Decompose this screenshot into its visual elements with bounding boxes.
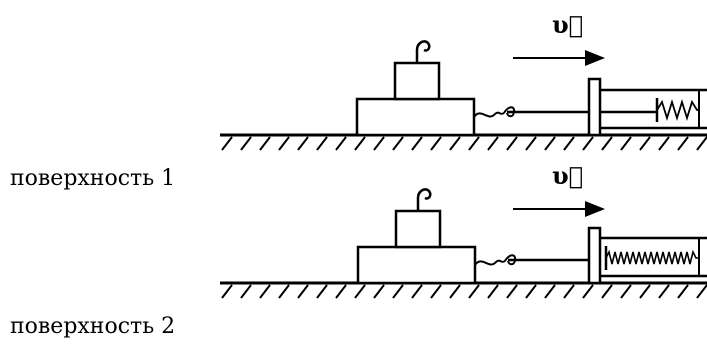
- weight-2: [394, 209, 442, 249]
- velocity-label-2: υ⃗: [552, 161, 583, 190]
- weight-1: [393, 61, 441, 101]
- spring-2: [605, 249, 699, 265]
- ground-surface-2: [220, 281, 707, 299]
- surface-1-caption: поверхность 1: [10, 166, 176, 191]
- panel-surface-1: υ⃗: [220, 10, 707, 151]
- velocity-arrow-1: υ⃗: [513, 10, 605, 66]
- spring-1: [656, 98, 699, 122]
- ground-surface-1: [220, 133, 707, 151]
- block-hook-1: [473, 111, 505, 118]
- surface-2-caption: поверхность 2: [10, 314, 176, 339]
- block-base-2: [356, 245, 477, 285]
- dynamometer-2: [587, 226, 707, 285]
- velocity-label-1: υ⃗: [552, 10, 583, 39]
- weight-hook-1: [415, 40, 431, 63]
- block-base-1: [355, 97, 476, 137]
- block-hook-2: [474, 259, 506, 266]
- panel-surface-2: υ⃗: [220, 161, 707, 299]
- velocity-arrow-2: υ⃗: [513, 161, 605, 217]
- weight-hook-2: [416, 188, 432, 211]
- dynamometer-1: [587, 77, 707, 137]
